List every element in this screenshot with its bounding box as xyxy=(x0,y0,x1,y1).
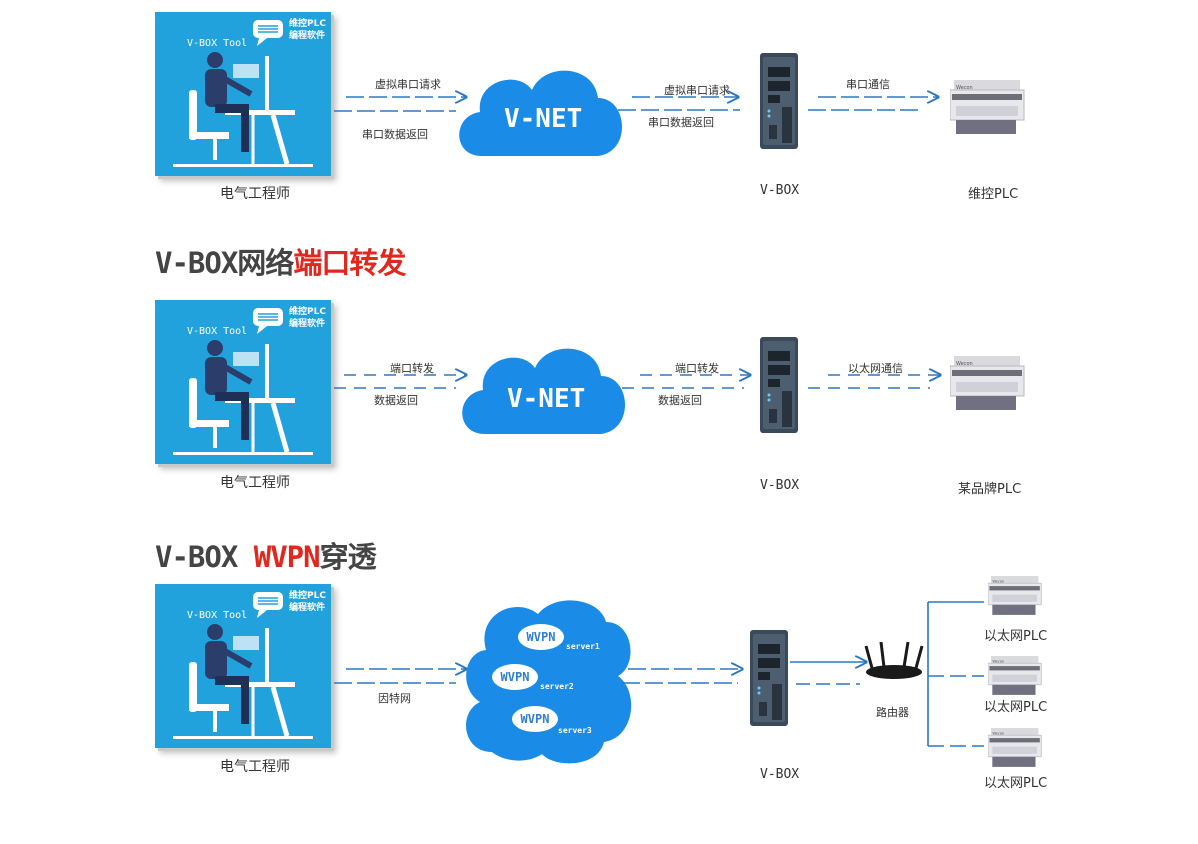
port-forward-label-2: 端口转发 xyxy=(675,362,719,375)
data-return-label: 数据返回 xyxy=(374,394,418,407)
plc-caption-1: 维控PLC xyxy=(968,187,1019,202)
section-title-port-forward: V-BOX网络端口转发 xyxy=(155,246,406,280)
ethernet-comm-label: 以太网通信 xyxy=(848,362,903,375)
plc-caption-3a: 以太网PLC xyxy=(984,629,1048,644)
section-title-wvpn: V-BOX WVPN穿透 xyxy=(155,540,377,574)
vbox-tool-label: V-BOX Tool xyxy=(187,326,248,337)
vnet-cloud-2 xyxy=(462,348,626,434)
port-forward-label: 端口转发 xyxy=(390,362,434,375)
wvpn-node-3: WVPN xyxy=(512,706,558,732)
wvpn-cloud xyxy=(466,600,632,764)
vbox-tool-label: V-BOX Tool xyxy=(187,610,248,621)
vbox-tool-label: V-BOX Tool xyxy=(187,38,248,49)
server-label-3: server3 xyxy=(558,726,592,735)
vnet-cloud-1 xyxy=(459,70,623,156)
engineer-caption-3: 电气工程师 xyxy=(220,759,290,775)
internet-label: 因特网 xyxy=(378,692,411,705)
vnet-cloud-label-1: V-NET xyxy=(504,104,583,134)
plc-caption-3b: 以太网PLC xyxy=(984,700,1048,715)
wvpn-node-2: WVPN xyxy=(492,664,538,690)
vbox-caption-3: V-BOX xyxy=(760,767,800,782)
server-label-1: server1 xyxy=(566,642,600,651)
vbox-caption-2: V-BOX xyxy=(760,478,800,493)
server-label-2: server2 xyxy=(540,682,574,691)
vnet-cloud-label-2: V-NET xyxy=(507,384,586,414)
engineer-caption-1: 电气工程师 xyxy=(220,186,290,202)
data-return-label-2: 数据返回 xyxy=(658,394,702,407)
virtual-serial-request-label-2: 虚拟串口请求 xyxy=(664,84,730,97)
serial-data-return-label-2: 串口数据返回 xyxy=(648,116,714,129)
router-caption: 路由器 xyxy=(876,706,909,719)
engineer-caption-2: 电气工程师 xyxy=(220,475,290,491)
virtual-serial-request-label: 虚拟串口请求 xyxy=(375,78,441,91)
plc-caption-3c: 以太网PLC xyxy=(984,776,1048,791)
wvpn-node-1: WVPN xyxy=(518,624,564,650)
serial-comm-label: 串口通信 xyxy=(846,78,890,91)
serial-data-return-label: 串口数据返回 xyxy=(362,128,428,141)
plc-caption-2: 某品牌PLC xyxy=(958,482,1022,497)
vbox-caption-1: V-BOX xyxy=(760,183,800,198)
